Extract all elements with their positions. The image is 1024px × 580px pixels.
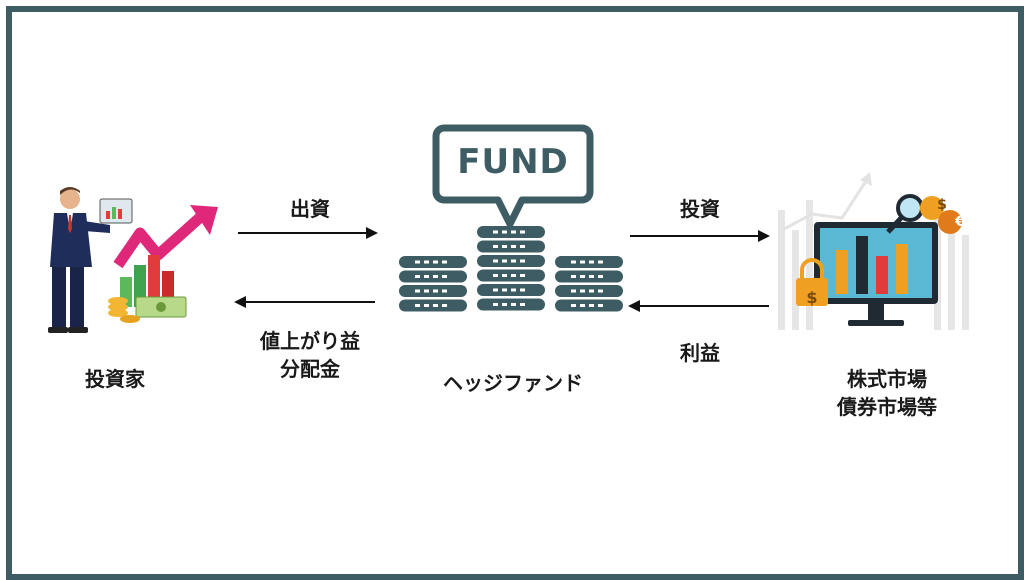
dollar-coin-text: $	[937, 197, 947, 213]
investor-label: 投資家	[85, 367, 145, 391]
market-label-line2: 債券市場等	[837, 395, 937, 419]
investment-arrow-label: 投資	[680, 197, 720, 221]
capital-arrow-icon	[238, 227, 378, 239]
profit-arrow-icon	[628, 300, 769, 312]
market-label-line1: 株式市場	[847, 367, 927, 391]
coin-stacks-icon	[399, 226, 623, 312]
investor-illustration-icon	[48, 187, 218, 333]
profit-arrow-label: 利益	[680, 341, 720, 365]
fund-badge-text: FUND	[457, 142, 569, 182]
capital-arrow-label: 出資	[290, 197, 330, 221]
market-monitor-icon	[778, 172, 969, 330]
euro-coin-text: €	[955, 214, 965, 230]
returns-arrow-icon	[234, 296, 375, 308]
investment-arrow-icon	[630, 230, 770, 242]
returns-label-line2: 分配金	[280, 357, 340, 381]
returns-label-line1: 値上がり益	[260, 329, 360, 353]
fund-badge-icon	[432, 124, 594, 228]
lock-dollar-text: $	[806, 288, 818, 307]
fund-label: ヘッジファンド	[443, 371, 583, 395]
